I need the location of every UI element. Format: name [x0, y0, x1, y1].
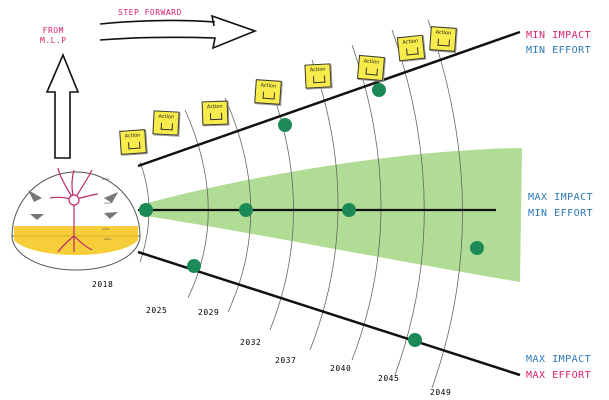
milestone-dot	[408, 333, 422, 347]
milestone-dot	[278, 118, 292, 132]
milestone-dots	[139, 83, 484, 347]
step-forward-label: STEP FORWARD	[118, 8, 182, 17]
bottom-boundary-line	[137, 250, 521, 377]
up-arrow-icon	[45, 52, 80, 159]
milestone-dot	[470, 241, 484, 255]
year-label: 2029	[198, 308, 220, 317]
svg-text:actor: actor	[102, 177, 110, 181]
impact-cone	[140, 148, 522, 282]
min-impact-label: MIN IMPACT	[526, 30, 592, 41]
sticky-note: Action	[304, 63, 332, 89]
top-boundary-line	[137, 30, 521, 168]
year-label: 2045	[378, 374, 400, 383]
min-effort-top-label: MIN EFFORT	[526, 45, 592, 56]
milestone-dot	[372, 83, 386, 97]
timeline-arcs	[139, 19, 463, 389]
sticky-note: Action	[254, 79, 282, 105]
sticky-note: Action	[152, 110, 180, 136]
right-arrow-icon	[99, 14, 258, 50]
milestone-dot	[239, 203, 253, 217]
max-impact-bottom-label: MAX IMPACT	[526, 354, 592, 365]
milestone-dot	[342, 203, 356, 217]
year-label: 2032	[240, 338, 262, 347]
sticky-note: Action	[429, 26, 457, 52]
year-label: 2025	[146, 306, 168, 315]
sticky-note: Action	[357, 54, 385, 82]
sticky-note: Action	[396, 34, 426, 62]
milestone-dot	[139, 203, 153, 217]
max-effort-bottom-label: MAX EFFORT	[526, 370, 592, 381]
year-label: 2040	[330, 364, 352, 373]
year-label: 2049	[430, 388, 452, 397]
sticky-note: Action	[201, 100, 229, 126]
max-impact-mid-label: MAX IMPACT	[528, 192, 594, 203]
from-mlp-label: FROM M.L.P	[40, 26, 67, 45]
svg-text:actor: actor	[104, 201, 112, 205]
sticky-note: Action	[119, 129, 147, 155]
year-label: 2037	[275, 356, 297, 365]
min-effort-mid-label: MIN EFFORT	[528, 208, 594, 219]
svg-text:actor: actor	[104, 237, 112, 241]
mlp-illustration: actor actor actor actor	[11, 167, 141, 271]
year-label: 2018	[92, 280, 114, 289]
milestone-dot	[187, 259, 201, 273]
svg-text:actor: actor	[102, 227, 110, 231]
